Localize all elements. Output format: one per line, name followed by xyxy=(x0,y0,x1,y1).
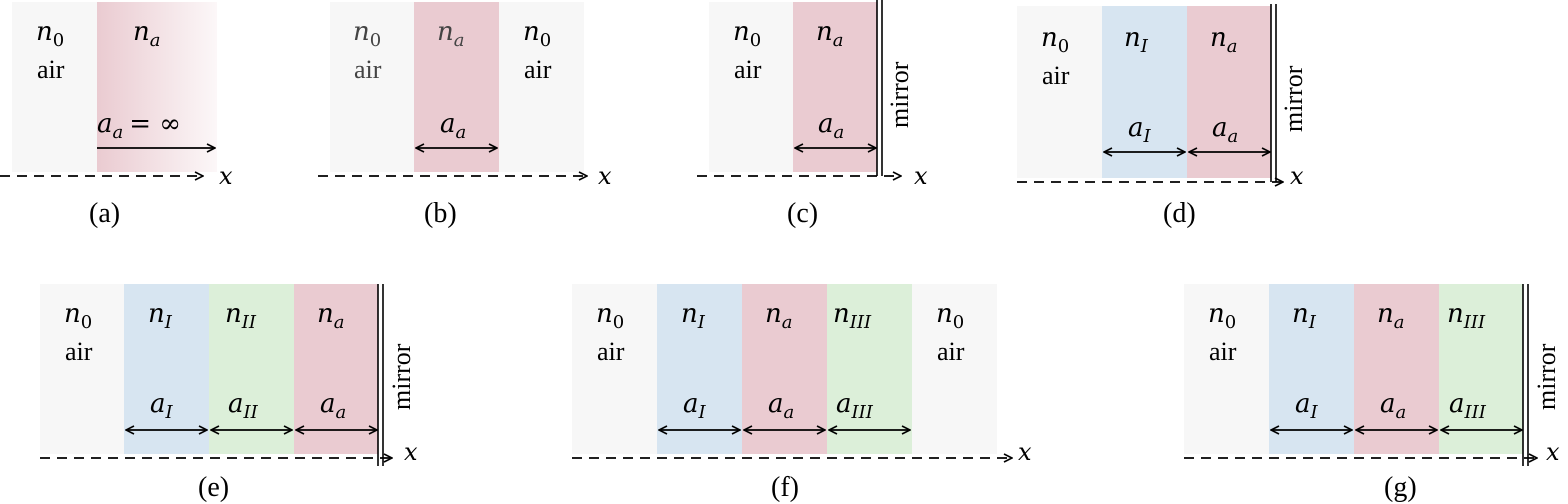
n0-label: n0 xyxy=(1208,299,1236,333)
x-axis-label: x xyxy=(1018,438,1032,466)
x-axis-label: x xyxy=(598,162,612,190)
n0-label-right: n0 xyxy=(936,299,964,333)
caption-b: (b) xyxy=(424,198,457,229)
n0-label-right: n0 xyxy=(523,17,551,51)
aIII-label: aIII xyxy=(1449,389,1487,423)
nIII-label: nIII xyxy=(1447,299,1486,333)
aa-label: aa xyxy=(1212,113,1238,147)
mirror-label: mirror xyxy=(885,61,914,128)
air-region-right xyxy=(912,284,997,454)
n0-label-left: n0 xyxy=(596,299,624,333)
air-region xyxy=(1184,284,1269,454)
caption-a: (a) xyxy=(89,198,120,229)
x-axis-label: x xyxy=(1546,438,1560,466)
nI-label: nI xyxy=(1292,299,1317,333)
panel-b: n0 air na n0 air aa x (b) xyxy=(318,2,612,229)
aI-label: aI xyxy=(1128,113,1152,147)
aa-label: aa xyxy=(818,109,844,143)
nI-label: nI xyxy=(1124,23,1149,57)
panel-c: mirror n0 air na aa x (c) xyxy=(697,0,928,229)
x-axis-label: x xyxy=(404,438,418,466)
panel-g: mirror n0 air nI na nIII aI aa aIII x (g… xyxy=(1184,284,1561,503)
n0-label-left: n0 xyxy=(353,17,381,51)
n0-label: n0 xyxy=(64,299,92,333)
caption-e: (e) xyxy=(198,472,229,503)
na-label: na xyxy=(1210,23,1237,57)
nI-label: nI xyxy=(681,299,706,333)
air-label-left: air xyxy=(354,55,382,84)
aI-label: aI xyxy=(683,389,707,423)
panel-a: n0 air na aa= ∞ x (a) xyxy=(0,2,233,229)
n0-label: n0 xyxy=(1041,23,1069,57)
nII-label: nII xyxy=(225,299,257,333)
aII-label: aII xyxy=(228,389,259,423)
air-label: air xyxy=(1042,61,1070,90)
aa-infinity-label: aa= ∞ xyxy=(97,109,181,143)
layer-I-region xyxy=(657,284,742,454)
air-region xyxy=(12,2,97,172)
mirror-label: mirror xyxy=(1532,343,1561,410)
na-label: na xyxy=(765,299,792,333)
layer-I-region xyxy=(124,284,209,454)
air-label-right: air xyxy=(524,55,552,84)
caption-c: (c) xyxy=(787,198,818,229)
x-axis-label: x xyxy=(914,162,928,190)
active-region xyxy=(414,2,499,172)
na-label: na xyxy=(133,17,160,51)
mirror-label: mirror xyxy=(387,343,416,410)
air-region xyxy=(1017,6,1102,178)
air-label: air xyxy=(734,55,762,84)
caption-g: (g) xyxy=(1384,472,1417,503)
caption-d: (d) xyxy=(1163,198,1196,229)
mirror-label: mirror xyxy=(1279,65,1308,132)
n0-label: n0 xyxy=(36,17,64,51)
active-region xyxy=(793,2,877,172)
aa-label: aa xyxy=(1380,389,1406,423)
active-region-semi-infinite xyxy=(97,2,217,172)
aa-label: aa xyxy=(440,109,466,143)
air-label: air xyxy=(37,55,65,84)
panel-f: n0 air nI na nIII n0 air aI aa aIII x (f… xyxy=(572,284,1032,503)
aa-label: aa xyxy=(768,389,794,423)
air-region-right xyxy=(499,2,584,172)
aIII-label: aIII xyxy=(836,389,874,423)
active-region xyxy=(1354,284,1439,454)
air-region-left xyxy=(330,2,414,172)
panel-d: mirror n0 air nI na aI aa x (d) xyxy=(1017,4,1308,229)
nI-label: nI xyxy=(148,299,173,333)
na-label: na xyxy=(816,17,843,51)
caption-f: (f) xyxy=(771,472,799,503)
na-label: na xyxy=(317,299,344,333)
aI-label: aI xyxy=(150,389,174,423)
active-region xyxy=(294,284,378,454)
x-axis-label: x xyxy=(219,162,233,190)
aI-label: aI xyxy=(1295,389,1319,423)
aa-label: aa xyxy=(320,389,346,423)
air-label-left: air xyxy=(597,337,625,366)
air-label: air xyxy=(1209,337,1237,366)
x-axis-label: x xyxy=(1290,162,1304,190)
nIII-label: nIII xyxy=(833,299,872,333)
n0-label: n0 xyxy=(733,17,761,51)
air-region-left xyxy=(572,284,657,454)
panel-e: mirror n0 air nI nII na aI aII aa x (e) xyxy=(40,284,418,503)
layer-I-region xyxy=(1269,284,1354,454)
air-region xyxy=(709,2,793,172)
na-label: na xyxy=(1377,299,1404,333)
na-label: na xyxy=(437,17,464,51)
air-label-right: air xyxy=(937,337,965,366)
air-region xyxy=(40,284,124,454)
air-label: air xyxy=(65,337,93,366)
layer-II-region xyxy=(209,284,294,454)
active-region xyxy=(742,284,827,454)
